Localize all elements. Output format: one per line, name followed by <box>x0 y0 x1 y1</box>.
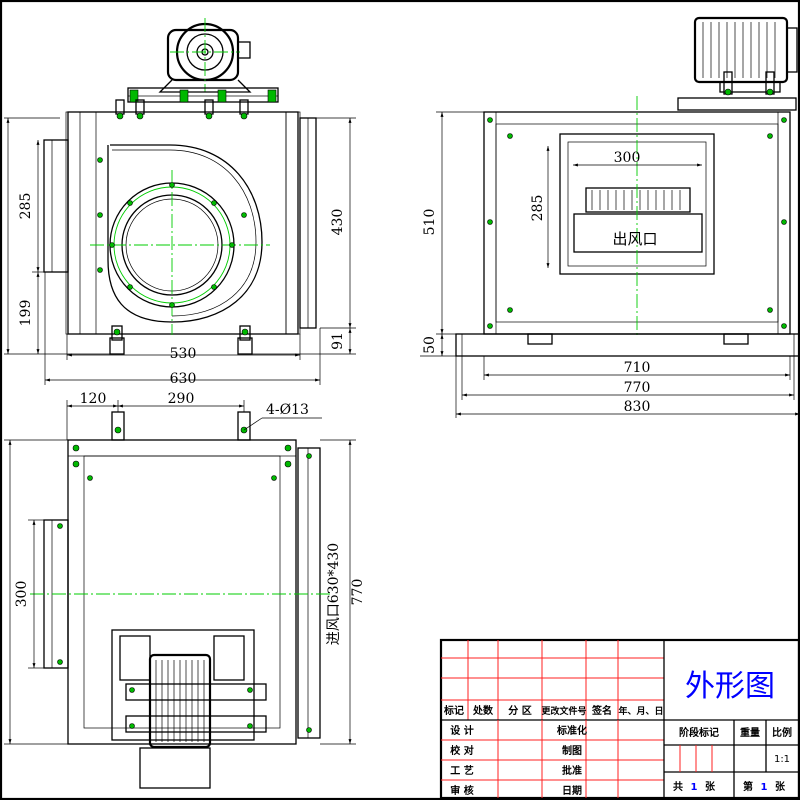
hdr-mark: 标记 <box>443 704 464 717</box>
dim-510: 510 <box>422 209 438 236</box>
drafting-label: 制图 <box>562 744 582 757</box>
weight-label: 重量 <box>740 726 760 739</box>
inlet-label: 进风口630*430 <box>326 543 342 645</box>
dim-710: 710 <box>624 360 651 376</box>
dim-300-outlet: 300 <box>614 150 641 166</box>
front-view: 530 630 285 199 581 430 91 <box>0 18 356 387</box>
scroll-housing <box>107 144 263 323</box>
outlet-label: 出风口 <box>612 230 657 248</box>
motor-side-view <box>693 16 798 96</box>
motor-end-view <box>158 18 252 93</box>
dim-50: 50 <box>422 336 438 354</box>
row-review: 审 核 <box>450 784 473 797</box>
dim-300-top: 300 <box>14 581 30 608</box>
sheet-suffix: 张 <box>775 780 786 793</box>
top-view: 120 290 4-Ø13 <box>0 391 366 789</box>
base-bolts <box>115 89 277 120</box>
sheet-num: 1 <box>761 782 768 793</box>
inlet-flange-top <box>297 447 321 739</box>
dim-285-outlet: 285 <box>530 195 546 222</box>
scale-label: 比例 <box>772 726 792 739</box>
hdr-sign: 签名 <box>591 704 612 717</box>
total-prefix: 共 <box>673 780 683 793</box>
row-design: 设 计 <box>450 724 473 737</box>
std-label: 标准化 <box>556 724 587 737</box>
dim-630: 630 <box>170 371 197 387</box>
scale-value: 1:1 <box>774 754 790 765</box>
dim-770: 770 <box>624 380 651 396</box>
date-label: 日期 <box>562 784 582 797</box>
hdr-date: 年、月、日 <box>618 705 663 717</box>
dim-581: 581 <box>0 205 4 232</box>
approve-label: 批准 <box>562 764 582 777</box>
stage-mark: 阶段标记 <box>679 726 719 739</box>
total-suffix: 张 <box>705 780 716 793</box>
top-casing <box>67 439 297 745</box>
motor-top-view <box>111 629 267 789</box>
motor-base <box>127 87 279 103</box>
dim-530: 530 <box>170 346 197 362</box>
dim-830: 830 <box>624 399 651 415</box>
dim-91: 91 <box>330 332 346 350</box>
motor-support <box>677 97 797 111</box>
total-num: 1 <box>691 782 698 793</box>
dim-710-top: 710 <box>0 579 6 606</box>
dim-430: 430 <box>330 209 346 236</box>
base-frame <box>455 333 800 357</box>
hdr-zone: 分 区 <box>508 704 531 717</box>
hdr-count: 处数 <box>472 704 494 717</box>
dim-770-top: 770 <box>350 579 366 606</box>
hdr-doc: 更改文件号 <box>541 705 586 717</box>
side-view: 出风口 300 285 510 50 710 770 830 <box>420 16 800 418</box>
dim-290: 290 <box>168 391 195 407</box>
inlet-flange <box>43 139 69 273</box>
dim-199: 199 <box>18 300 34 327</box>
fan-inlet <box>90 170 270 335</box>
dim-120: 120 <box>80 391 107 407</box>
sheet-prefix: 第 <box>743 780 753 793</box>
hole-callout: 4-Ø13 <box>266 402 309 418</box>
row-process: 工 艺 <box>450 764 473 777</box>
dim-285: 285 <box>18 193 34 220</box>
drawing-title: 外形图 <box>685 669 775 704</box>
title-block: 外形图 标记 处数 分 区 更改文件号 签名 年、月、日 设 计 校 对 工 艺… <box>439 638 800 800</box>
outlet-blades <box>585 187 691 213</box>
row-check: 校 对 <box>450 744 473 757</box>
